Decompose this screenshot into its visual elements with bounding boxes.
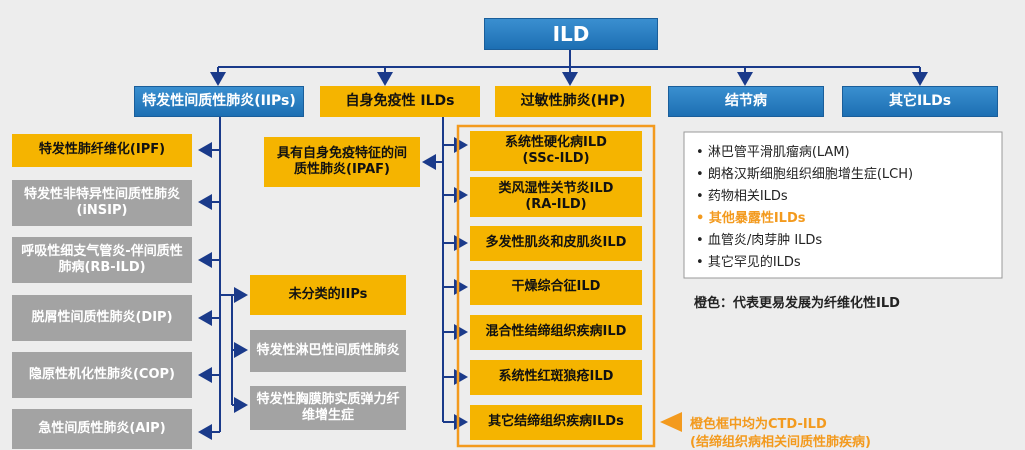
ctd-item-sjogren: 干燥综合征ILD bbox=[470, 270, 642, 305]
ctd-item-other: 其它结缔组织疾病ILDs bbox=[470, 405, 642, 440]
iip-sub-ppfe: 特发性胸膜肺实质弹力纤维增生症 bbox=[250, 386, 406, 430]
iip-item-dip: 脱屑性间质性肺炎(DIP) bbox=[12, 295, 192, 341]
iip-sub-lip: 特发性淋巴性间质性肺炎 bbox=[250, 330, 406, 372]
root-node: ILD bbox=[484, 18, 658, 50]
category-iip: 特发性间质性肺炎(IIPs) bbox=[134, 86, 304, 117]
category-other: 其它ILDs bbox=[842, 86, 998, 117]
other-list: • 淋巴管平滑肌瘤病(LAM) • 朗格汉斯细胞组织细胞增生症(LCH) • 药… bbox=[696, 142, 996, 274]
ctd-item-ssc: 系统性硬化病ILD (SSc-ILD) bbox=[470, 131, 642, 171]
ctd-item-pm-dm: 多发性肌炎和皮肌炎ILD bbox=[470, 226, 642, 261]
ctd-note-1: 橙色框中均为CTD-ILD bbox=[690, 417, 827, 432]
ctd-note-2: (结缔组织病相关间质性肺疾病) bbox=[690, 435, 871, 450]
orange-arrow-icon bbox=[660, 412, 682, 432]
other-list-item-highlight: • 其他暴露性ILDs bbox=[696, 211, 806, 226]
category-sarcoid: 结节病 bbox=[668, 86, 824, 117]
other-list-item: • 其它罕见的ILDs bbox=[696, 255, 801, 270]
iip-sub-unclassified: 未分类的IIPs bbox=[250, 275, 406, 315]
iip-item-ipf: 特发性肺纤维化(IPF) bbox=[12, 134, 192, 167]
ctd-item-mctd: 混合性结缔组织疾病ILD bbox=[470, 315, 642, 350]
other-list-item: • 朗格汉斯细胞组织细胞增生症(LCH) bbox=[696, 167, 914, 182]
ctd-item-ra: 类风湿性关节炎ILD (RA-ILD) bbox=[470, 177, 642, 217]
ctd-frame bbox=[456, 124, 656, 448]
iip-item-rbild: 呼吸性细支气管炎-伴间质性肺病(RB-ILD) bbox=[12, 237, 192, 283]
ctd-item-sle: 系统性红斑狼疮ILD bbox=[470, 360, 642, 395]
category-autoimmune: 自身免疫性 ILDs bbox=[320, 86, 480, 117]
iip-item-aip: 急性间质性肺炎(AIP) bbox=[12, 409, 192, 449]
iip-item-cop: 隐原性机化性肺炎(COP) bbox=[12, 352, 192, 398]
ipaf-node: 具有自身免疫特征的间质性肺炎(IPAF) bbox=[264, 137, 420, 187]
legend-text: 橙色：代表更易发展为纤维化性ILD bbox=[694, 296, 900, 311]
other-list-item: • 淋巴管平滑肌瘤病(LAM) bbox=[696, 145, 850, 160]
other-list-item: • 血管炎/肉芽肿 ILDs bbox=[696, 233, 823, 248]
other-list-frame bbox=[683, 131, 1003, 279]
category-hp: 过敏性肺炎(HP) bbox=[495, 86, 651, 117]
iip-item-insip: 特发性非特异性间质性肺炎(iNSIP) bbox=[12, 180, 192, 226]
other-list-item: • 药物相关ILDs bbox=[696, 189, 788, 204]
